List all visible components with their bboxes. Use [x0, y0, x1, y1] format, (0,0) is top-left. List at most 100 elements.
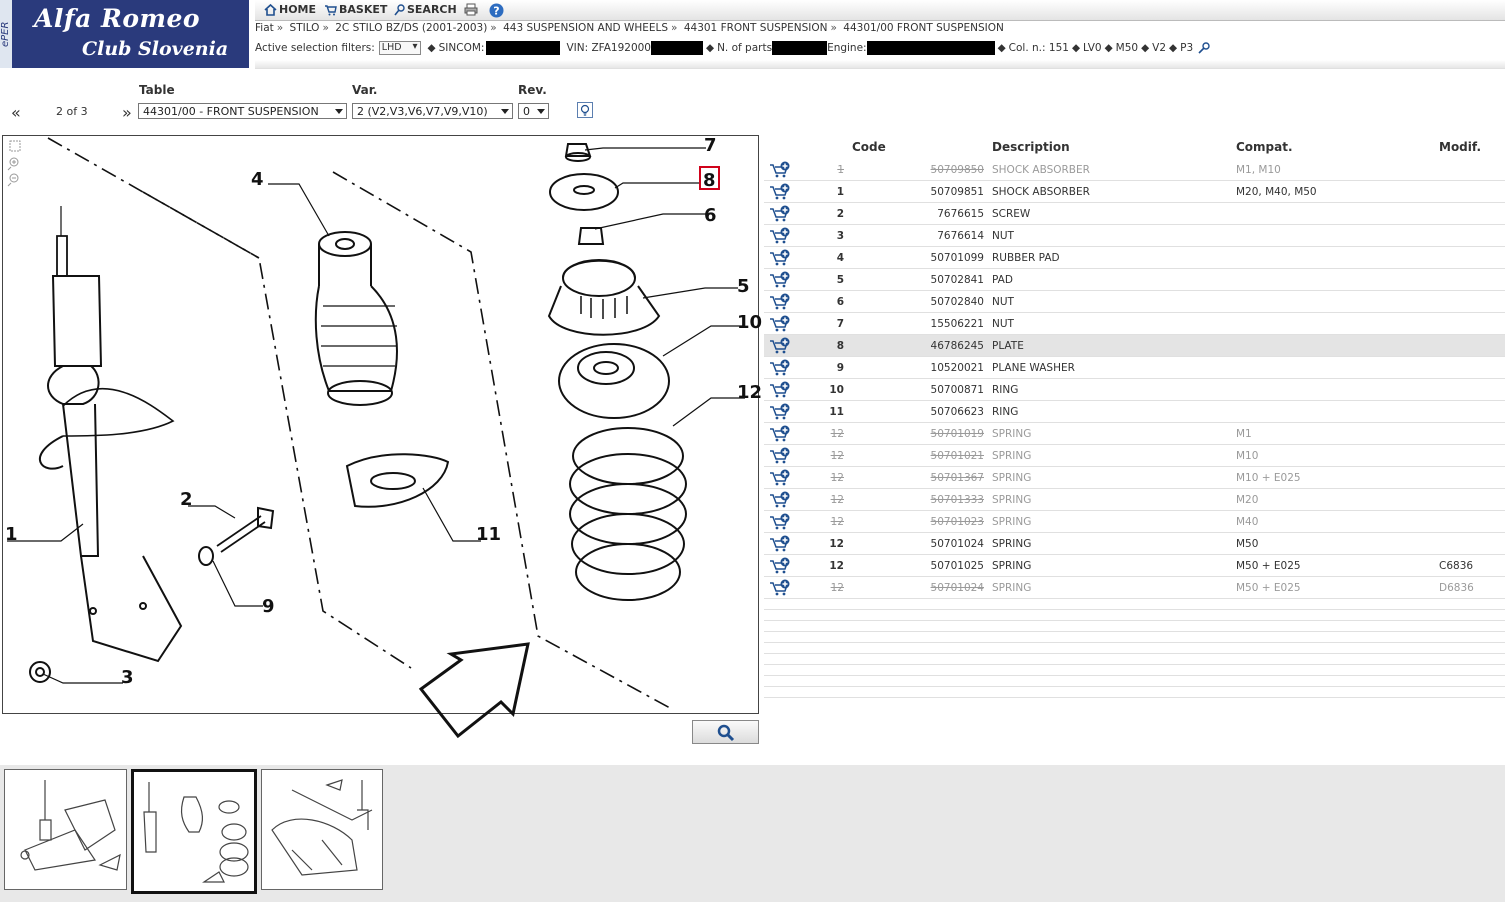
variant-select[interactable]: 2 (V2,V3,V6,V7,V9,V10) [352, 103, 513, 119]
add-to-basket-icon[interactable] [769, 425, 791, 446]
add-to-basket-icon[interactable] [769, 557, 791, 578]
home-button[interactable]: HOME [264, 3, 316, 16]
callout-9[interactable]: 9 [262, 596, 275, 617]
add-to-basket-icon[interactable] [769, 513, 791, 534]
table-thumbnails [0, 765, 1505, 902]
part-description: SPRING [992, 516, 1032, 528]
callout-5[interactable]: 5 [737, 276, 750, 297]
empty-row [764, 676, 1505, 687]
add-to-basket-icon[interactable] [769, 271, 791, 292]
add-to-basket-icon[interactable] [769, 315, 791, 336]
callout-12[interactable]: 12 [737, 382, 762, 403]
part-position: 12 [829, 538, 844, 550]
callout-4[interactable]: 4 [251, 169, 264, 190]
part-description: SPRING [992, 494, 1032, 506]
callout-6[interactable]: 6 [704, 205, 717, 226]
add-to-basket-icon[interactable] [769, 491, 791, 512]
part-description: NUT [992, 318, 1014, 330]
add-to-basket-icon[interactable] [769, 183, 791, 204]
thumbnail-table-2[interactable] [131, 769, 257, 894]
edit-filters-key-icon[interactable] [1198, 42, 1210, 54]
crumb-group[interactable]: 443 SUSPENSION AND WHEELS [503, 22, 669, 34]
add-to-basket-icon[interactable] [769, 381, 791, 402]
callout-3[interactable]: 3 [121, 667, 134, 688]
logo-line-1: Alfa Romeo [34, 4, 201, 33]
exploded-diagram[interactable]: 1 2 3 4 5 6 7 8 9 10 11 12 [2, 135, 762, 739]
crumb-model[interactable]: STILO [289, 22, 320, 34]
add-to-basket-icon[interactable] [769, 579, 791, 600]
part-position: 12 [830, 472, 844, 484]
next-table-button[interactable]: » [122, 103, 132, 122]
crumb-make[interactable]: Fiat [255, 22, 274, 34]
vin-label: VIN: ZFA192000 [566, 42, 651, 54]
thumbnail-drawing [20, 780, 121, 871]
engine-label: Engine: [827, 42, 867, 54]
search-label: SEARCH [407, 3, 457, 16]
part-position: 4 [836, 252, 844, 264]
callout-2[interactable]: 2 [180, 489, 193, 510]
callout-1[interactable]: 1 [5, 524, 18, 545]
add-to-basket-icon[interactable] [769, 535, 791, 556]
lightbulb-icon [580, 104, 590, 116]
revision-select[interactable]: 0 [518, 103, 549, 119]
add-to-basket-icon[interactable] [769, 403, 791, 424]
part-code: 50701024 [930, 538, 984, 550]
callout-8[interactable]: 8 [703, 170, 716, 191]
table-select[interactable]: 44301/00 - FRONT SUSPENSION [138, 103, 347, 119]
add-to-basket-icon[interactable] [769, 447, 791, 468]
suspension-drawing: 1 2 3 4 5 6 7 8 9 10 11 12 [5, 135, 762, 739]
thumbnail-drawing [271, 779, 373, 876]
filter-tag: P3 [1180, 42, 1194, 54]
add-to-basket-icon[interactable] [769, 293, 791, 314]
add-to-basket-icon[interactable] [769, 249, 791, 270]
help-button[interactable]: ? [489, 3, 504, 18]
add-to-basket-icon[interactable] [769, 337, 791, 358]
add-to-basket-icon[interactable] [769, 359, 791, 380]
crumb-subgroup[interactable]: 44301 FRONT SUSPENSION [683, 22, 828, 34]
sincom-label: SINCOM: [438, 42, 485, 54]
part-description: SPRING [992, 560, 1032, 572]
empty-row [764, 687, 1505, 698]
thumbnail-table-3[interactable] [261, 769, 383, 890]
part-code: 50702841 [930, 274, 984, 286]
add-to-basket-icon[interactable] [769, 205, 791, 226]
magnify-button[interactable] [692, 720, 759, 744]
prev-table-button[interactable]: « [11, 103, 21, 122]
print-button[interactable] [464, 3, 478, 16]
part-code: 50701333 [930, 494, 984, 506]
search-nav-button[interactable]: SEARCH [394, 3, 457, 16]
basket-button[interactable]: BASKET [324, 3, 387, 16]
part-position: 12 [830, 428, 844, 440]
callout-7[interactable]: 7 [704, 135, 717, 156]
part-code: 50709851 [930, 186, 984, 198]
add-to-basket-icon[interactable] [769, 161, 791, 182]
thumbnail-table-1[interactable] [4, 769, 127, 890]
add-to-basket-icon[interactable] [769, 469, 791, 490]
crumb-version[interactable]: 2C STILO BZ/DS (2001-2003) [335, 22, 488, 34]
add-to-basket-icon[interactable] [769, 227, 791, 248]
drive-select[interactable]: LHD [378, 41, 421, 55]
callout-11[interactable]: 11 [476, 524, 501, 545]
callout-10[interactable]: 10 [737, 312, 762, 333]
hint-button[interactable] [577, 102, 593, 118]
